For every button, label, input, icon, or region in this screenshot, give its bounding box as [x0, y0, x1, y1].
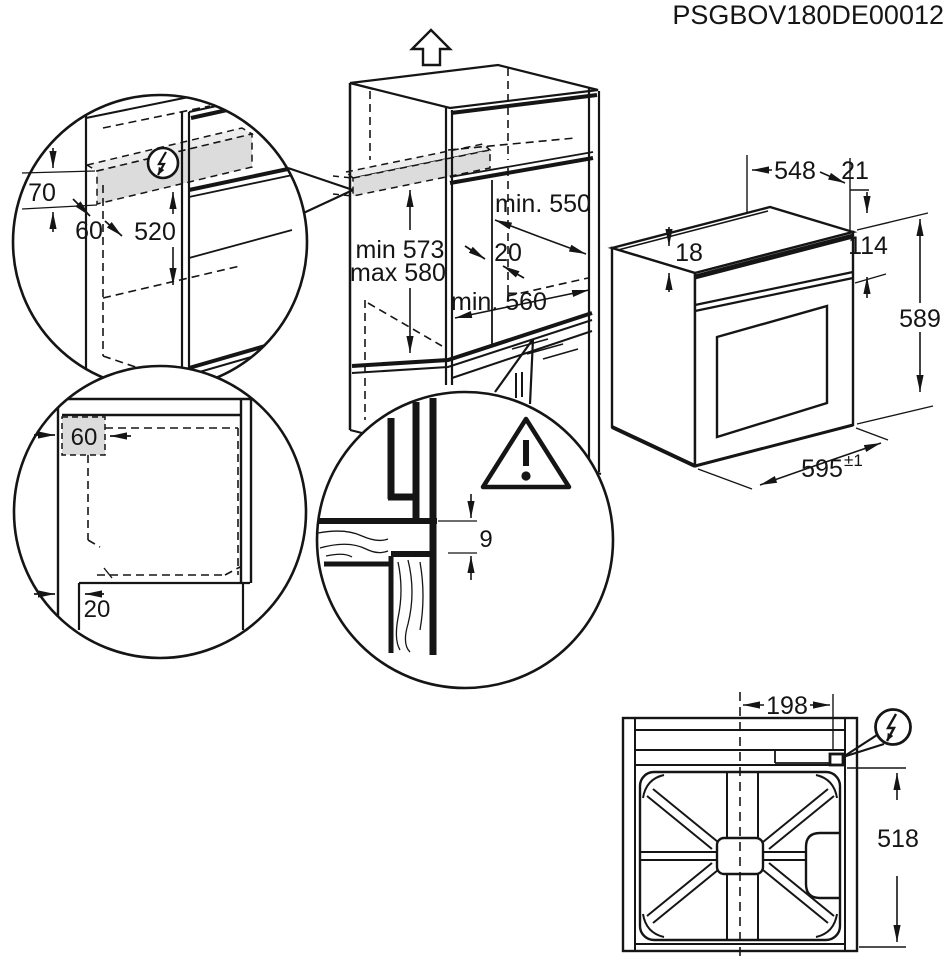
dim-strip-depth: [72, 198, 123, 237]
dimension-labels: 70 60 520 min 573 max 580 min. 550 20 mi…: [28, 157, 941, 853]
callout-tail-joint: [528, 338, 535, 405]
label-strip-height-above-shelf: 520: [134, 218, 176, 246]
label-oven-width-tolerance: ±1: [844, 451, 863, 470]
document-code: PSGBOV180DE00012: [672, 0, 944, 30]
dim-zone-width-plan: [34, 431, 131, 440]
label-strip-height: 70: [28, 179, 56, 207]
label-mains-height: 518: [877, 825, 919, 853]
callout-tail-power-strip: [296, 189, 354, 217]
dim-oven-height: [856, 212, 934, 425]
dim-mains-height: [847, 767, 906, 948]
dim-niche-depth: [494, 219, 587, 255]
label-zone-width-plan: 60: [71, 424, 98, 451]
label-wall-gap-plan: 20: [84, 596, 111, 623]
label-strip-depth: 60: [75, 217, 103, 245]
mains-terminal: [828, 752, 845, 767]
electrical-connection-icon: [146, 146, 180, 180]
callout-tail-power-strip: [287, 166, 354, 192]
oven-drawing: [607, 155, 934, 490]
rear-view-drawing: [621, 692, 912, 958]
label-oven-width: 595: [801, 455, 843, 483]
control-panel-line: [694, 270, 854, 307]
electrical-connection-icon: [842, 708, 912, 759]
up-arrow-icon: [409, 28, 453, 67]
dim-oven-depth: [746, 155, 851, 232]
label-niche-depth-min: min. 550: [495, 190, 591, 218]
label-oven-height: 589: [899, 305, 941, 333]
label-niche-height-min: min 573: [356, 236, 445, 264]
label-front-frame: 21: [841, 157, 869, 185]
callout-tail-joint: [494, 338, 534, 393]
label-niche-width-min: min. 560: [451, 288, 547, 316]
detail-circle-side-plan: [12, 364, 308, 660]
dim-panel-height: [854, 192, 887, 298]
dim-joint-gap: [438, 494, 477, 580]
dim-rear-gap: [464, 245, 525, 279]
wood-grain: [317, 530, 424, 653]
cabinet-drawing: [287, 28, 602, 475]
dim-mains-offset: [743, 694, 834, 750]
label-rear-gap: 20: [494, 239, 522, 267]
dim-niche-width: [454, 289, 590, 319]
warning-triangle-icon: [480, 416, 572, 490]
label-joint-gap: 9: [479, 526, 492, 553]
detail-circle-panel-joint: [315, 390, 615, 690]
control-panel-line: [694, 276, 854, 313]
label-oven-depth: 548: [774, 157, 816, 185]
detail-circle-power-strip: [11, 93, 309, 391]
door-window: [715, 304, 829, 439]
label-panel-height: 114: [848, 232, 888, 260]
power-zone-strip: [332, 143, 492, 197]
dim-oven-width: [697, 427, 889, 490]
power-zone-plan: [61, 416, 106, 456]
label-mains-offset: 198: [766, 692, 808, 720]
label-niche-height-max: max 580: [350, 259, 446, 287]
label-top-recess: 18: [675, 239, 703, 267]
